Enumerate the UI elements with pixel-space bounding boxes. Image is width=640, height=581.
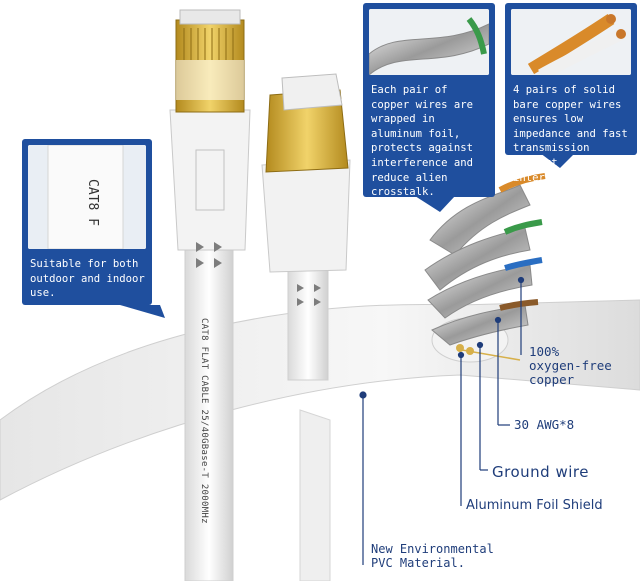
callout-pointer xyxy=(540,153,575,168)
wire-pair-icon xyxy=(511,9,631,75)
callout-pairs: 4 pairs of solid bare copper wires ensur… xyxy=(505,3,637,184)
left-connector xyxy=(169,9,251,581)
label-ground: Ground wire xyxy=(492,463,589,481)
right-connector xyxy=(261,73,351,381)
callout-pairs-text: 4 pairs of solid bare copper wires ensur… xyxy=(513,84,628,184)
inset-cable-text: CAT8 F xyxy=(85,179,100,226)
callout-outdoor: CAT8 F Suitable for both outdoor and ind… xyxy=(22,139,152,305)
callout-pointer xyxy=(120,305,165,318)
cable-print-text: CAT8 FLAT CABLE 25/40GBase-T 2000MHz xyxy=(199,318,209,524)
callout-foil-text: Each pair of copper wires are wrapped in… xyxy=(371,84,474,199)
inset-photo xyxy=(511,9,631,75)
label-awg: 30 AWG*8 xyxy=(514,417,575,432)
flat-cable-icon xyxy=(28,145,146,249)
wire-pairs xyxy=(424,173,546,363)
label-foil-shield: Aluminum Foil Shield xyxy=(466,498,603,513)
callout-foil: Each pair of copper wires are wrapped in… xyxy=(363,3,495,199)
leader-lines xyxy=(359,276,525,565)
callout-outdoor-text: Suitable for both outdoor and indoor use… xyxy=(30,258,145,300)
wire-pair-icon xyxy=(369,9,489,75)
label-copper: 100% oxygen-free copper xyxy=(529,344,612,387)
inset-photo: CAT8 F xyxy=(28,145,146,249)
label-pvc: New Environmental PVC Material. xyxy=(371,542,494,570)
inset-photo xyxy=(369,9,489,75)
callout-pointer xyxy=(415,196,455,212)
